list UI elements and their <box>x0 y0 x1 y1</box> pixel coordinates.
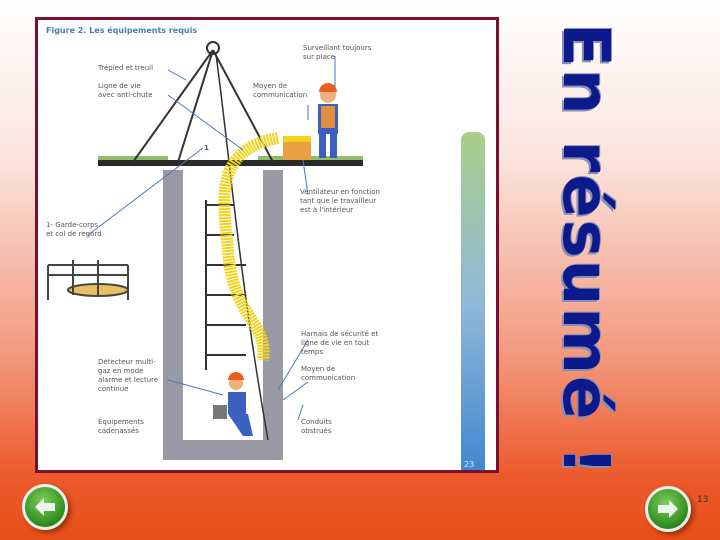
arrow-right-icon <box>658 500 678 518</box>
label-harness: Harnais de sécurité et ligne de vie en t… <box>301 330 379 356</box>
label-tripod: Trépied et treuil <box>98 64 154 72</box>
worker-figure <box>213 372 253 436</box>
next-slide-button[interactable] <box>645 486 691 532</box>
label-comm-top: Moyen de communication <box>253 82 308 99</box>
label-guardrail: 1- Garde-corps et col de regard <box>46 221 102 238</box>
figure-page-number: 23 <box>464 460 475 469</box>
label-lifeline: Ligne de vie avec anti-chute <box>98 82 153 99</box>
slide-number: 13 <box>697 495 709 505</box>
figure-equipment-diagram: Figure 2. Les équipements requis Trépied… <box>35 17 499 473</box>
label-supervisor: Surveillant toujours sur place <box>303 44 372 61</box>
manhole-illustration <box>47 41 485 470</box>
label-locked: Équipements cadenassés <box>98 418 144 435</box>
label-detector: Détecteur multi- gaz en mode alarme et l… <box>98 358 159 393</box>
side-bar <box>461 132 485 470</box>
guardrail-inset <box>47 260 129 300</box>
label-ventilator: Ventilateur en fonction tant que le trav… <box>300 188 380 214</box>
slide-title: En résumé ! <box>548 23 622 477</box>
label-ducts: Conduits obstrués <box>301 418 332 435</box>
label-comm-bottom: Moyen de communication <box>301 365 356 382</box>
supervisor-figure <box>318 83 338 158</box>
figure-title: Figure 2. Les équipements requis <box>46 26 198 35</box>
previous-slide-button[interactable] <box>22 484 68 530</box>
label-marker: 1 <box>204 144 209 152</box>
arrow-left-icon <box>35 498 55 516</box>
